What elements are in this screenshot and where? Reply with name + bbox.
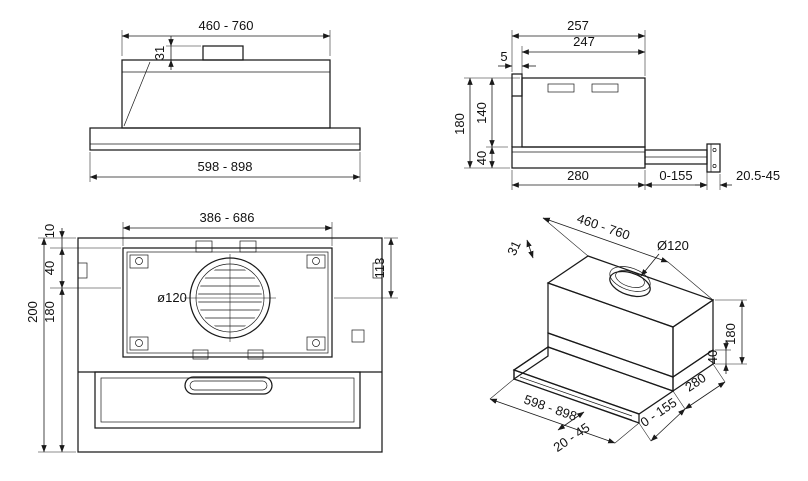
dim-side-height-body: 140 — [474, 102, 489, 124]
side-view-dimensions: 257 247 5 180 140 40 280 0-155 — [452, 18, 780, 190]
dim-side-depth-bottom: 280 — [567, 168, 589, 183]
dim-side-rear-offset: 5 — [500, 49, 507, 64]
vent-slot — [591, 83, 619, 93]
dim-side-height-visor: 40 — [474, 151, 489, 165]
visor-panel — [89, 127, 361, 151]
top-view: 386 - 686 10 40 180 200 113 ø120 — [25, 210, 398, 453]
front-view-parts — [89, 45, 361, 151]
iso-right-face — [672, 298, 714, 379]
dim-iso-height-overall: 180 — [723, 323, 738, 345]
visor-housing — [511, 146, 646, 169]
hood-body — [121, 59, 331, 129]
hood-body-side — [521, 77, 646, 148]
dim-side-depth-body: 247 — [573, 34, 595, 49]
side-tab — [372, 262, 383, 279]
screw — [312, 339, 320, 347]
fixing-tab — [239, 240, 257, 253]
fixing-tab — [195, 240, 213, 253]
dim-side-visor-travel: 0-155 — [659, 168, 692, 183]
mounting-bracket — [306, 254, 326, 269]
iso-duct-collar — [609, 270, 651, 298]
dim-iso-height-visor: 40 — [705, 350, 720, 364]
side-view: 257 247 5 180 140 40 280 0-155 — [452, 18, 780, 190]
junction-box — [351, 329, 365, 343]
dim-top-duct-offset: 113 — [372, 258, 387, 279]
screw — [135, 339, 143, 347]
dim-iso-visor-travel: 0 - 155 — [638, 395, 680, 430]
mounting-bracket — [129, 336, 149, 351]
dim-front-top-width: 460 - 760 — [199, 18, 254, 33]
visor-top-view — [94, 371, 361, 429]
side-view-parts — [511, 73, 721, 173]
dim-top-rear-offset: 10 — [42, 224, 57, 238]
isometric-view: 460 - 760 31 Ø120 598 - 898 280 0 - 155 … — [489, 211, 747, 455]
dim-iso-duct-height: 31 — [504, 238, 524, 257]
side-tab — [77, 262, 88, 279]
dim-iso-overall-width: 598 - 898 — [522, 392, 579, 424]
dim-top-duct-diameter: ø120 — [157, 290, 187, 305]
dim-front-duct-height: 31 — [152, 46, 167, 60]
top-view-dimensions: 386 - 686 10 40 180 200 113 ø120 — [25, 210, 398, 453]
mounting-bracket — [129, 254, 149, 269]
front-view: 460 - 760 31 598 - 898 — [89, 18, 361, 182]
iso-visor-left — [513, 345, 549, 381]
iso-housing-front — [547, 332, 674, 392]
dim-iso-panel-thickness: 20 - 45 — [551, 420, 593, 455]
cabinet-cutout — [122, 247, 333, 358]
handle — [184, 376, 273, 395]
dim-iso-top-width: 460 - 760 — [575, 211, 632, 243]
screw — [312, 257, 320, 265]
dim-front-overall-width: 598 - 898 — [198, 159, 253, 174]
dim-side-panel-thickness: 20.5-45 — [736, 168, 780, 183]
screw — [712, 164, 717, 168]
vent-slot — [547, 83, 575, 93]
dim-top-cutout-width: 386 - 686 — [200, 210, 255, 225]
front-panel — [706, 143, 721, 173]
duct-stub — [202, 45, 244, 61]
screw — [712, 148, 717, 152]
iso-dimensions: 460 - 760 31 Ø120 598 - 898 280 0 - 155 … — [489, 211, 747, 455]
dim-top-depth-outer: 200 — [25, 301, 40, 323]
dim-side-depth-overall: 257 — [567, 18, 589, 33]
dim-side-height-overall: 180 — [452, 113, 467, 135]
rear-spacer — [511, 73, 523, 97]
top-view-parts — [77, 237, 383, 453]
iso-front-face — [547, 282, 674, 378]
screw — [135, 257, 143, 265]
front-view-dimensions: 460 - 760 31 598 - 898 — [89, 18, 361, 182]
dim-iso-duct-diameter: Ø120 — [657, 238, 689, 253]
clip — [247, 349, 264, 360]
mounting-bracket — [306, 336, 326, 351]
unit-footprint — [77, 237, 383, 453]
clip — [192, 349, 209, 360]
dim-iso-depth: 280 — [682, 370, 708, 395]
